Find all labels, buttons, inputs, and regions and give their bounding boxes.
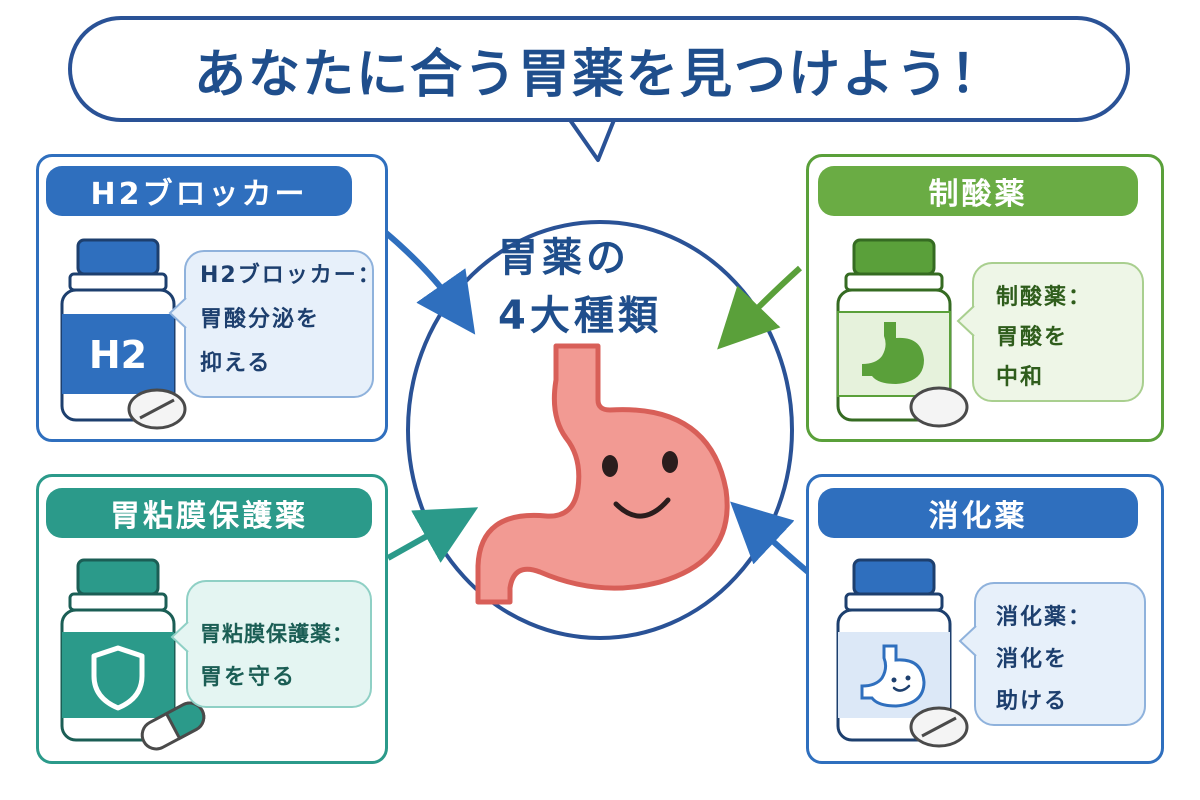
card-mucosal-heading: 胃粘膜保護薬 [46,488,372,538]
card-h2-heading: H2ブロッカー [46,166,352,216]
capsule-icon [140,701,206,751]
shield-icon [91,645,145,711]
smiling-stomach-icon [475,343,730,605]
page-title: あなたに合う胃薬を見つけよう！ [193,44,1004,105]
h2-desc-line2: 胃酸分泌を [200,307,321,332]
arrow-digestive [730,501,810,575]
digestive-description-bubble [974,582,1146,726]
mucosal-bottle-icon [60,558,176,742]
antacid-description-bubble [972,262,1144,402]
h2-desc-line3: 抑える [200,351,272,376]
center-title-line1: 胃薬の [498,235,630,281]
center-title-line2: 4大種類 [498,293,662,339]
mucosal-description-bubble [186,580,372,708]
tablet-icon [909,706,969,748]
antacid-desc-line2: 胃酸を [996,325,1069,350]
mucosal-desc-line1: 胃粘膜保護薬： [200,622,354,646]
h2-desc-line1: H2ブロッカー： [200,263,382,288]
digestive-bottle-icon [836,558,952,742]
arrow-h2 [383,229,476,335]
mucosal-desc-line2: 胃を守る [200,665,297,690]
arrow-antacid [717,265,803,350]
tablet-icon [127,388,187,430]
card-digestive-heading: 消化薬 [818,488,1138,538]
h2-bottle-icon: H2 [60,238,176,422]
arrow-mucosal [386,507,479,563]
digestive-desc-line3: 助ける [996,689,1069,714]
digestive-desc-line2: 消化を [996,647,1069,672]
antacid-desc-line3: 中和 [996,365,1045,390]
antacid-bottle-icon [836,238,952,422]
title-bubble-tail [568,118,616,162]
card-antacid-heading: 制酸薬 [818,166,1138,216]
tablet-icon [909,386,969,428]
antacid-desc-line1: 制酸薬： [996,285,1093,310]
title-bubble: あなたに合う胃薬を見つけよう！ [68,16,1130,122]
h2-bottle-label: H2 [89,333,147,377]
digestive-desc-line1: 消化薬： [996,605,1093,630]
